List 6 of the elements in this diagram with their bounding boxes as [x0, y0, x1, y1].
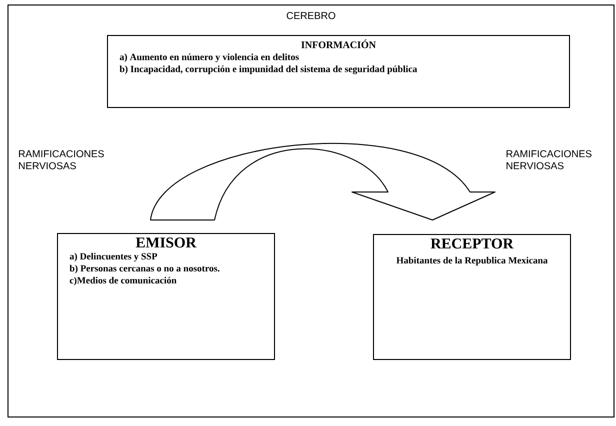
curved-arrow	[150, 142, 496, 220]
text-box: EMISOR a) Delincuentes y SSP b) Personas cercanas o no a nosotros. c)Medios de comunicación	[57, 233, 275, 360]
side-label: RAMIFICACIONES NERVIOSAS	[506, 150, 592, 170]
side-label: RAMIFICACIONES NERVIOSAS	[19, 150, 104, 170]
text-box: INFORMACIÓN a) Aumento en número y violencia en delitos b) Incapacidad, corrupción e impunidad del sistema de seguridad pública	[107, 35, 570, 108]
text-box: RECEPTOR Habitantes de la Republica Mexicana	[373, 234, 571, 360]
